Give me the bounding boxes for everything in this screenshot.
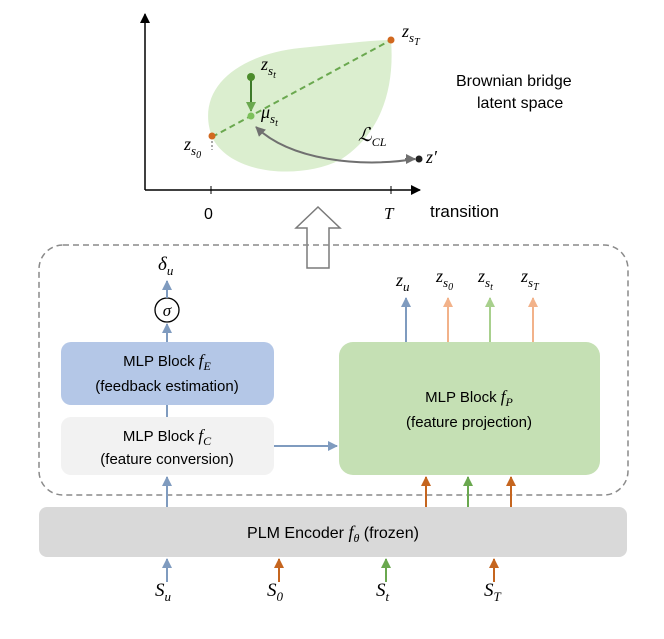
latent-space-plot: 0 T transition zsT zst μst zs0 ℒCL z′ Br… <box>140 13 572 223</box>
label-out-zsT: zsT <box>520 266 540 293</box>
label-in-sT: ST <box>484 580 502 604</box>
latent-region <box>208 40 392 172</box>
mlp-block-e: MLP Block fE (feedback estimation) <box>61 342 274 405</box>
label-in-su: Su <box>155 580 172 604</box>
mlp-p-title: MLP Block fP <box>425 387 513 409</box>
point-z-s0 <box>208 132 216 140</box>
trainable-module-box <box>38 244 629 496</box>
point-z-prime <box>415 155 423 163</box>
mlp-e-title: MLP Block fE <box>123 351 211 373</box>
label-in-s0: S0 <box>267 580 284 604</box>
label-out-zst: zst <box>477 266 493 293</box>
contrastive-arrow <box>255 126 416 164</box>
mlp-e-subtitle: (feedback estimation) <box>95 378 238 395</box>
label-mu-st: μst <box>260 102 278 129</box>
latent-title-line1: Brownian bridge <box>456 73 572 90</box>
label-delta-u: δu <box>158 254 174 278</box>
sigma-node: σ <box>154 297 180 323</box>
bridge-line <box>211 39 392 138</box>
point-z-sT <box>387 36 395 44</box>
mlp-c-subtitle: (feature conversion) <box>100 451 233 468</box>
mlp-c-title: MLP Block fC <box>123 426 212 448</box>
hollow-up-arrow <box>294 205 342 269</box>
mlp-block-p: MLP Block fP (feature projection) <box>339 342 600 475</box>
mlp-block-c: MLP Block fC (feature conversion) <box>61 417 274 475</box>
label-in-st: St <box>376 580 390 604</box>
sigma-symbol: σ <box>163 301 172 320</box>
tick-T-label: T <box>384 204 395 223</box>
point-z-st <box>247 73 255 81</box>
label-out-zs0: zs0 <box>435 266 453 293</box>
tick-zero-label: 0 <box>204 206 213 223</box>
mlp-p-subtitle: (feature projection) <box>406 414 532 431</box>
plm-encoder: PLM Encoder fθ (frozen) <box>39 507 627 557</box>
x-axis-label: transition <box>430 202 499 221</box>
latent-title-line2: latent space <box>477 95 563 112</box>
encoder-label: PLM Encoder fθ (frozen) <box>247 522 419 545</box>
label-z-st: zst <box>260 54 276 81</box>
label-out-zu: zu <box>395 270 410 294</box>
label-z-prime: z′ <box>425 147 438 167</box>
point-mu-st <box>247 112 255 120</box>
label-z-sT: zsT <box>401 21 421 48</box>
label-loss-cl: ℒCL <box>358 125 387 149</box>
label-z-s0: zs0 <box>183 134 201 161</box>
